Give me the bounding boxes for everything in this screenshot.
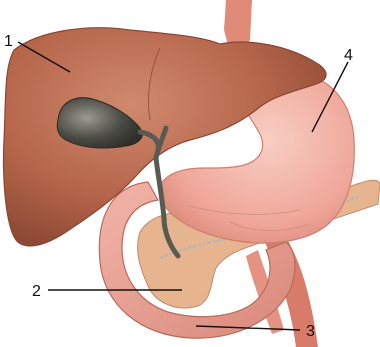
label-pancreas: 2 — [32, 283, 41, 300]
label-liver: 1 — [4, 33, 13, 50]
label-stomach: 4 — [344, 47, 353, 64]
label-duodenum: 3 — [306, 323, 315, 340]
